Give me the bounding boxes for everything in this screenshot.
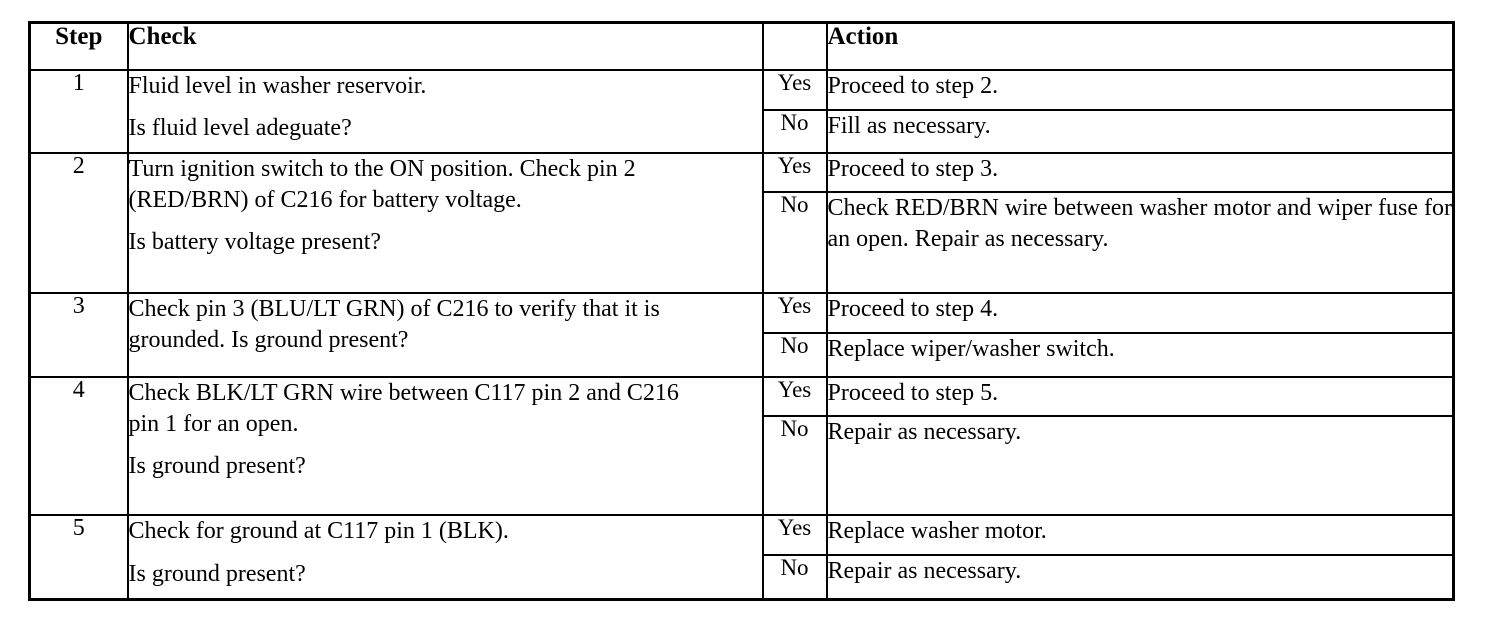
branch-label-yes: Yes (761, 69, 828, 111)
check-line: pin 1 for an open. (128, 410, 299, 437)
step-number: 2 (28, 151, 129, 295)
branch-label-no: No (761, 108, 828, 154)
step-number: 5 (28, 514, 129, 601)
column-header-action: Action (825, 21, 1455, 71)
diagnostic-table-container: Step Check Action 1 Fluid level in washe… (28, 21, 1455, 601)
table-row: No Fill as necessary. (30, 108, 1455, 154)
action-description: Check RED/BRN wire between washer motor … (825, 191, 1455, 295)
column-header-yesno (761, 21, 828, 71)
action-description: Replace washer motor. (825, 514, 1455, 556)
check-question: Is ground present? (128, 453, 306, 480)
check-line: Check pin 3 (BLU/LT GRN) of C216 to veri… (128, 296, 660, 354)
check-question: Is ground present? (128, 560, 306, 587)
branch-label-no: No (761, 554, 828, 601)
check-line: Check BLK/LT GRN wire between C117 pin 2… (128, 379, 679, 406)
branch-label-yes: Yes (761, 375, 828, 418)
branch-label-no: No (761, 331, 828, 378)
action-line: Repair as necessary. (827, 419, 1022, 446)
check-description: Fluid level in washer reservoir. Is flui… (126, 69, 764, 154)
check-question: Is fluid level adeguate? (128, 115, 352, 142)
action-description: Repair as necessary. (825, 554, 1455, 601)
check-question: Is battery voltage present? (128, 228, 382, 255)
table-row: No Check RED/BRN wire between washer mot… (30, 191, 1455, 295)
check-line: Turn ignition switch to the ON position.… (128, 155, 636, 213)
check-line: Fluid level in washer reservoir. (128, 73, 427, 99)
table-row: 1 Fluid level in washer reservoir. Is fl… (28, 69, 1455, 154)
branch-label-yes: Yes (761, 151, 828, 194)
check-description: Turn ignition switch to the ON position.… (126, 151, 764, 295)
table-row: 3 Check pin 3 (BLU/LT GRN) of C216 to ve… (28, 292, 1455, 378)
table-row: No Repair as necessary. (30, 554, 1455, 601)
table-row: No Replace wiper/washer switch. (30, 331, 1455, 378)
check-description: Check for ground at C117 pin 1 (BLK). Is… (126, 514, 764, 601)
action-line: Proceed to step 3. (827, 155, 999, 182)
column-header-check: Check (126, 21, 764, 71)
table-row: 5 Check for ground at C117 pin 1 (BLK). … (28, 514, 1455, 601)
branch-label-yes: Yes (761, 292, 828, 334)
action-line: Proceed to step 2. (827, 73, 999, 99)
action-line: Proceed to step 4. (827, 296, 999, 323)
check-description: Check pin 3 (BLU/LT GRN) of C216 to veri… (126, 292, 764, 378)
action-description: Proceed to step 3. (825, 151, 1455, 194)
branch-label-yes: Yes (761, 514, 828, 556)
action-line: Proceed to step 5. (827, 379, 999, 406)
action-line: Replace washer motor. (827, 518, 1047, 545)
step-number: 3 (28, 292, 129, 378)
step-number: 1 (28, 69, 129, 154)
action-description: Replace wiper/washer switch. (825, 331, 1455, 378)
action-description: Proceed to step 2. (825, 69, 1455, 111)
branch-label-no: No (761, 191, 828, 295)
action-description: Proceed to step 4. (825, 292, 1455, 334)
table-row: 4 Check BLK/LT GRN wire between C117 pin… (28, 375, 1455, 517)
table-row: 2 Turn ignition switch to the ON positio… (28, 151, 1455, 295)
table-header-row: Step Check Action (28, 21, 1455, 71)
table-row: No Repair as necessary. (30, 415, 1455, 517)
column-header-step: Step (28, 21, 129, 71)
action-line: Check RED/BRN wire between washer motor … (827, 195, 1453, 253)
action-line: Repair as necessary. (827, 558, 1022, 584)
diagnostic-table: Step Check Action 1 Fluid level in washe… (28, 21, 1455, 601)
action-line: Fill as necessary. (827, 112, 991, 139)
branch-label-no: No (761, 415, 828, 517)
step-number: 4 (28, 375, 129, 517)
check-line: Check for ground at C117 pin 1 (BLK). (128, 518, 509, 545)
action-line: Replace wiper/washer switch. (827, 335, 1115, 362)
check-description: Check BLK/LT GRN wire between C117 pin 2… (126, 375, 764, 517)
action-description: Repair as necessary. (825, 415, 1455, 517)
action-description: Proceed to step 5. (825, 375, 1455, 418)
action-description: Fill as necessary. (825, 108, 1455, 154)
